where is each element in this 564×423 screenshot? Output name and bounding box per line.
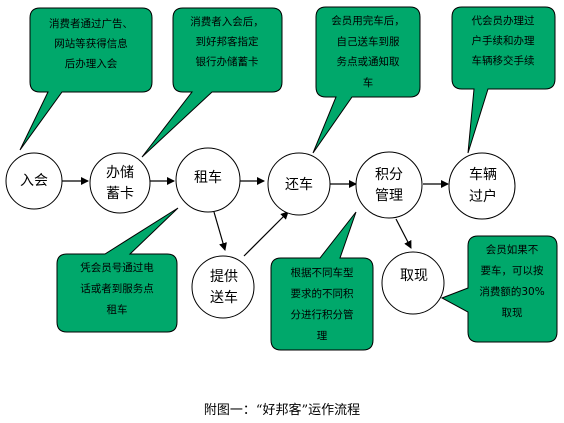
node-delivery: 提供 送车 — [191, 255, 255, 319]
callout-points-line-1: 根据不同车型 — [291, 266, 354, 279]
callout-return-line-2: 自己送车到服 — [337, 35, 400, 48]
callout-card-line-3: 银行办储蓄卡 — [196, 55, 259, 68]
node-delivery-label-2: 送车 — [210, 289, 238, 306]
callout-return-line-3: 务点或通知取 — [337, 55, 400, 68]
callout-rent-line-3: 租车 — [107, 303, 128, 316]
figure-caption: 附图一：“好邦客”运作流程 — [203, 403, 361, 418]
node-card-label-2: 蓄卡 — [106, 186, 134, 202]
callout-rent-line-1: 凭会员号通过电 — [80, 261, 154, 274]
callout-card-line-2: 到好邦客指定 — [196, 35, 259, 48]
callout-transfer-info: 代会员办理过 户手续和办理 车辆移交手续 — [451, 6, 556, 154]
node-return-label: 还车 — [285, 176, 313, 193]
callout-join-line-3: 后办理入会 — [65, 57, 118, 70]
callout-transfer-line-2: 户手续和办理 — [472, 34, 535, 47]
node-join-label: 入会 — [20, 173, 48, 189]
callout-points-line-4: 理 — [317, 330, 328, 342]
callout-points-line-2: 要求的不同积 — [291, 287, 354, 300]
callout-cash-info: 会员如果不 要车，可以按 消费额的30% 取现 — [440, 235, 558, 343]
node-cash: 取现 — [381, 251, 445, 315]
callout-join-info: 消费者通过广告、 网站等获得信息 后办理入会 — [19, 7, 153, 151]
node-transfer: 车辆 过户 — [448, 152, 516, 220]
callout-card-info: 消费者入会后， 到好邦客指定 银行办储蓄卡 — [141, 7, 283, 158]
node-points-label-2: 管理 — [375, 188, 403, 204]
arrow-delivery-to-return — [243, 211, 289, 257]
callout-join-line-2: 网站等获得信息 — [54, 37, 128, 50]
node-points-label-1: 积分 — [375, 167, 403, 183]
flow-arrows — [62, 177, 449, 257]
node-join: 入会 — [5, 152, 63, 210]
callout-points-line-3: 分进行积分管 — [291, 308, 354, 321]
node-rent: 租车 — [175, 147, 241, 213]
callout-return-info: 会员用完车后， 自己送车到服 务点或通知取 车 — [312, 6, 421, 154]
callout-transfer-line-3: 车辆移交手续 — [472, 54, 535, 67]
node-card: 办储 蓄卡 — [89, 152, 151, 214]
node-delivery-label-1: 提供 — [210, 269, 238, 285]
arrow-points-to-cash — [395, 218, 412, 249]
callout-cash-line-4: 取现 — [502, 307, 523, 319]
node-points: 积分 管理 — [355, 151, 423, 219]
callout-return-line-1: 会员用完车后， — [331, 14, 405, 27]
callout-join-line-1: 消费者通过广告、 — [49, 17, 133, 30]
node-transfer-label-1: 车辆 — [469, 166, 497, 183]
node-return: 还车 — [267, 152, 331, 216]
callout-points-info: 根据不同车型 要求的不同积 分进行积分管 理 — [270, 211, 374, 351]
callout-cash-line-1: 会员如果不 — [486, 243, 539, 256]
node-card-label-1: 办储 — [106, 165, 134, 181]
callout-return-line-4: 车 — [363, 76, 374, 89]
node-rent-label: 租车 — [194, 169, 222, 186]
callout-rent-line-2: 话或者到服务点 — [80, 282, 154, 295]
callout-cash-line-3: 消费额的30% — [479, 285, 544, 298]
node-cash-label: 取现 — [400, 268, 428, 284]
node-transfer-label-2: 过户 — [469, 188, 497, 205]
callout-transfer-line-1: 代会员办理过 — [472, 14, 535, 27]
callout-cash-line-2: 要车，可以按 — [481, 264, 544, 277]
callout-rent-info: 凭会员号通过电 话或者到服务点 租车 — [56, 207, 179, 333]
arrow-rent-to-delivery — [213, 211, 227, 251]
callout-card-line-1: 消费者入会后， — [190, 15, 264, 28]
